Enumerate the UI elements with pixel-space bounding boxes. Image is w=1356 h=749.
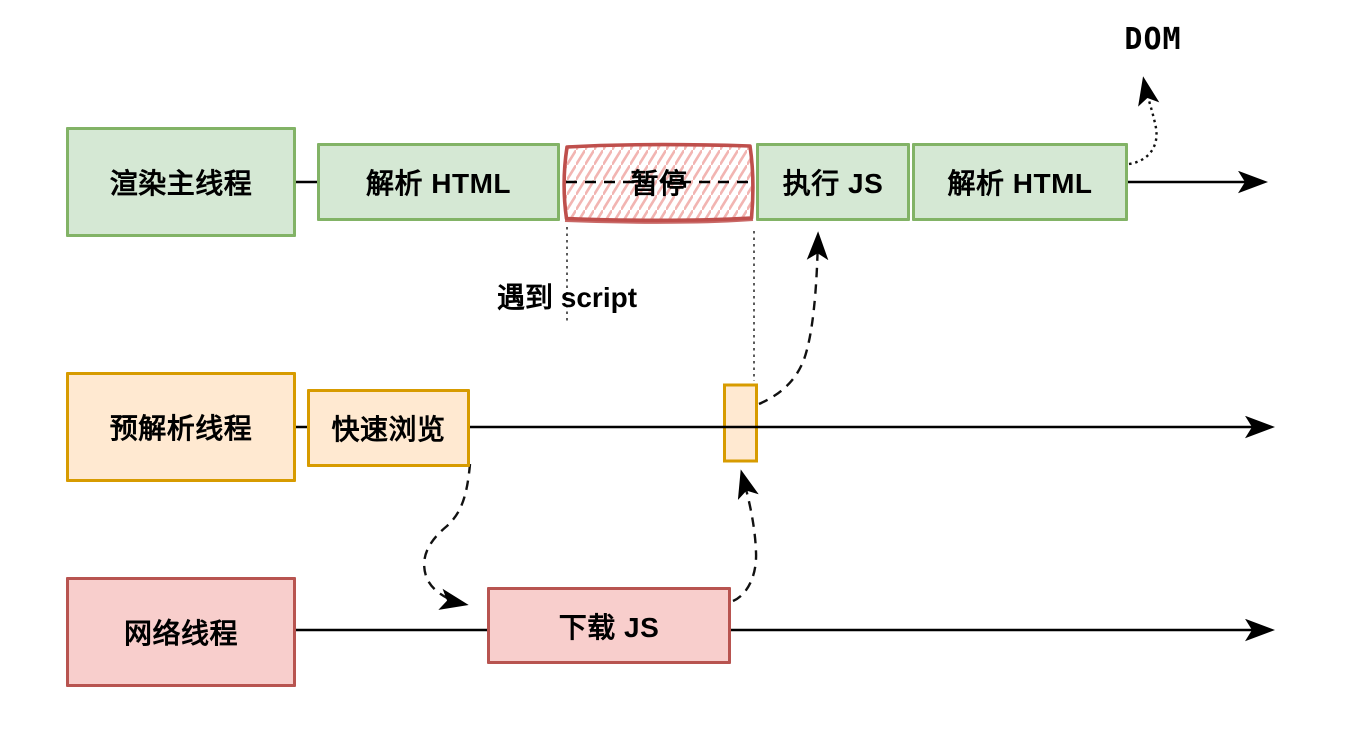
parsehtml-to-dom-dotted-arrow (1128, 76, 1160, 166)
download-to-preparse-dashed-arrow (732, 469, 759, 603)
lane-label-render-main-thread: 渲染主线程 (66, 127, 296, 237)
segment-pause-label: 暂停 (630, 168, 688, 199)
lane-label-preparse-thread: 预解析线程 (66, 372, 296, 482)
preparse-to-executejs-dashed-arrow (758, 231, 829, 406)
quickscan-to-download-dashed-arrow (423, 463, 472, 610)
segment-execute-js: 执行 JS (756, 143, 910, 221)
dom-output-label: DOM (1124, 22, 1182, 57)
segment-parse-html-1: 解析 HTML (317, 143, 560, 221)
pause-sketch-box (562, 142, 755, 224)
pause-sketch-border (562, 142, 755, 223)
segment-parse-html-2: 解析 HTML (912, 143, 1128, 221)
preparse-notify-task-box (723, 383, 758, 463)
segment-download-js: 下载 JS (487, 587, 731, 664)
lane-label-network-thread: 网络线程 (66, 577, 296, 687)
pause-sketch-overdraw (564, 218, 754, 224)
segment-quick-scan: 快速浏览 (307, 389, 470, 467)
encounter-script-label: 遇到 script (497, 282, 638, 313)
